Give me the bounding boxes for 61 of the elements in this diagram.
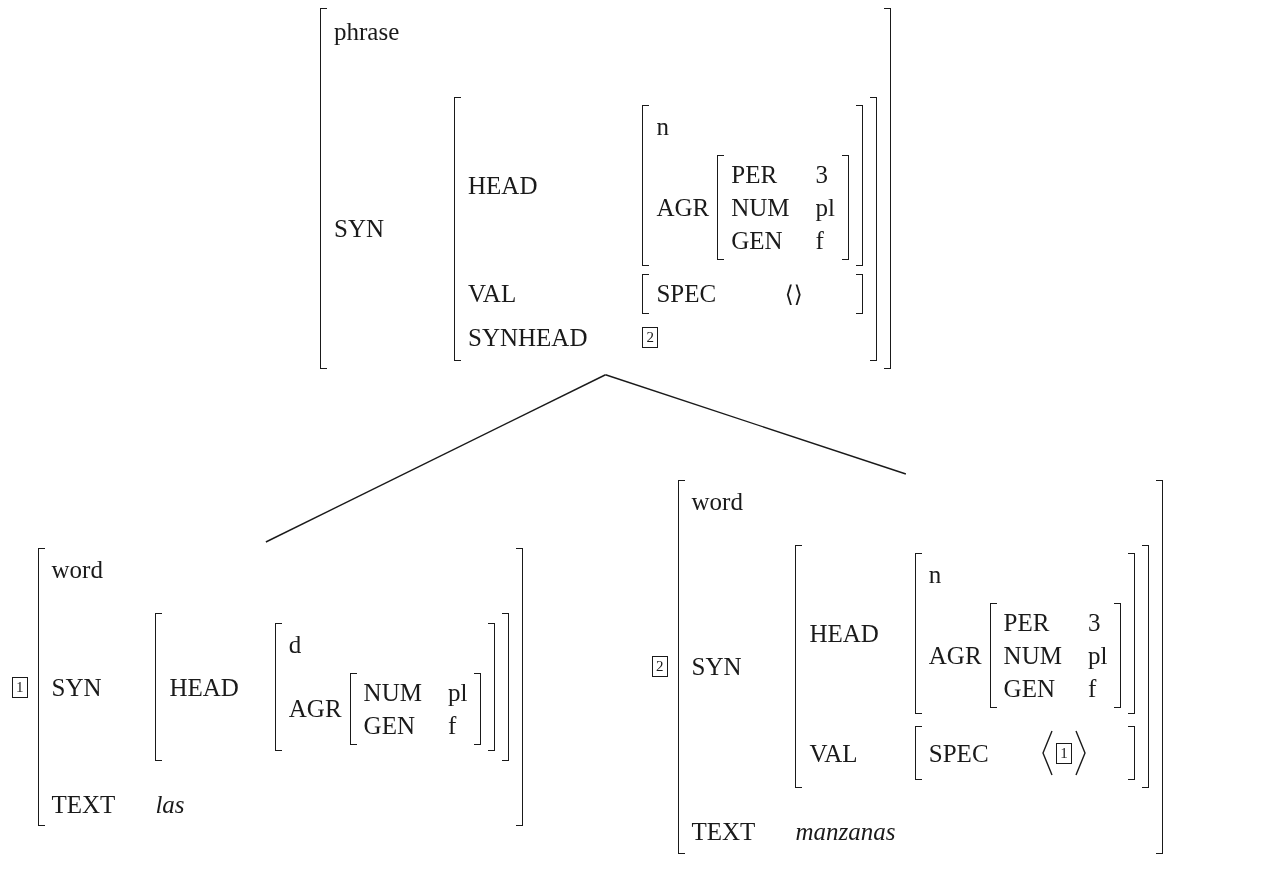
feature-name: SPEC <box>656 279 718 310</box>
attribute-value-matrix <box>454 97 878 361</box>
type-label: phrase <box>334 17 401 47</box>
feature-name: SPEC <box>928 738 990 769</box>
tag-box: 2 <box>642 326 658 348</box>
attribute-value-matrix <box>349 672 482 745</box>
attribute-value-matrix <box>717 154 850 261</box>
feature-name: HEAD <box>169 672 239 703</box>
tag-box: 2 <box>652 656 668 678</box>
feature-name: HEAD <box>809 619 879 650</box>
feature-name: PER <box>731 159 779 190</box>
attribute-value-matrix <box>642 105 864 267</box>
feature-value: 3 <box>1087 607 1102 638</box>
feature-value: pl <box>815 192 836 223</box>
empty-list-symbol: ⟨⟩ <box>784 280 804 307</box>
attribute-value-matrix <box>795 545 1150 789</box>
feature-name: NUM <box>731 192 790 223</box>
feature-name: SYN <box>51 672 103 703</box>
feature-name: AGR <box>288 694 342 725</box>
feature-name: SYN <box>334 214 384 245</box>
type-label: n <box>656 112 670 143</box>
attribute-value-matrix <box>989 602 1122 709</box>
feature-name: TEXT <box>691 817 756 848</box>
feature-name: AGR <box>656 192 710 223</box>
feature-name: GEN <box>731 226 784 256</box>
feature-name: SYNHEAD <box>468 322 588 353</box>
type-label: word <box>691 487 744 517</box>
feature-name: GEN <box>363 710 416 741</box>
feature-name: HEAD <box>468 171 539 202</box>
type-label: d <box>288 630 303 661</box>
attribute-value-matrix <box>155 613 510 761</box>
tree-branch-line <box>604 374 907 475</box>
attribute-value-matrix <box>914 726 1136 781</box>
tag-box: 1 <box>1056 742 1072 764</box>
attribute-value-matrix <box>320 8 892 369</box>
feature-value: f <box>447 710 458 741</box>
feature-value: 3 <box>815 159 830 190</box>
type-label: word <box>51 555 104 585</box>
feature-value: pl <box>447 677 468 708</box>
feature-name: PER <box>1003 607 1051 638</box>
attribute-value-matrix <box>274 623 496 751</box>
feature-name: SYN <box>691 652 743 683</box>
attribute-value-matrix <box>37 548 524 827</box>
feature-value: f <box>815 226 825 256</box>
feature-name: NUM <box>1003 640 1062 671</box>
tag-box: 1 <box>12 676 28 698</box>
feature-name: NUM <box>363 677 422 708</box>
feature-name: VAL <box>468 279 518 310</box>
tree-branch-line <box>265 374 607 543</box>
feature-value: pl <box>1087 640 1108 671</box>
attribute-value-matrix <box>642 274 864 314</box>
feature-name: GEN <box>1003 674 1056 704</box>
feature-value: las <box>155 790 186 820</box>
attribute-value-matrix <box>914 553 1136 715</box>
feature-value: manzanas <box>795 817 897 848</box>
feature-name: VAL <box>809 738 859 769</box>
feature-name: AGR <box>928 640 982 671</box>
attribute-value-matrix <box>677 480 1164 854</box>
feature-name: TEXT <box>51 790 116 820</box>
type-label: n <box>928 560 943 591</box>
feature-value: f <box>1087 674 1098 704</box>
